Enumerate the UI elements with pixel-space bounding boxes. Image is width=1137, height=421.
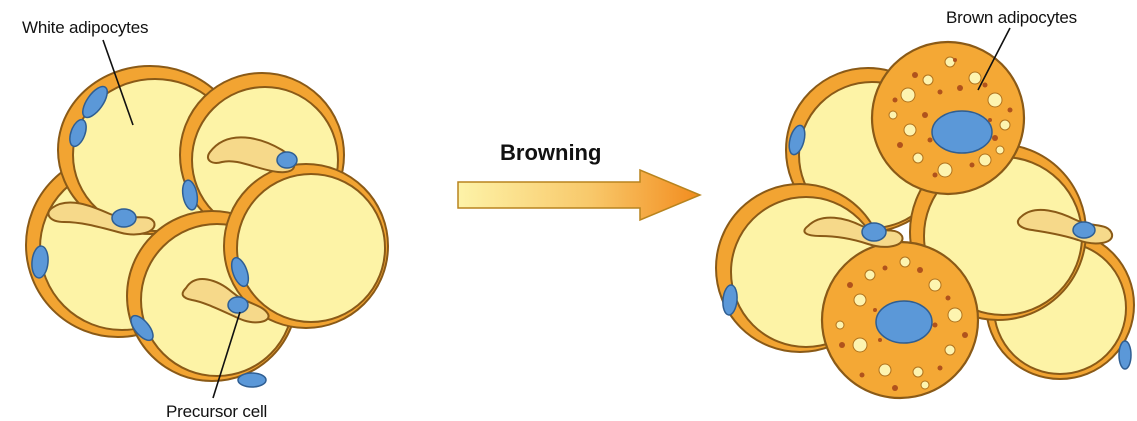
brown-adipocytes-label: Brown adipocytes — [946, 8, 1077, 28]
white-adipocyte-cluster — [26, 40, 388, 398]
nucleus — [1119, 341, 1131, 369]
brown-adipocyte — [872, 42, 1024, 194]
browned-adipocyte-cluster — [716, 28, 1134, 398]
nucleus — [238, 373, 266, 387]
precursor-cell-label: Precursor cell — [166, 402, 267, 421]
brown-adipocyte — [822, 242, 978, 398]
white-adipocytes-label: White adipocytes — [22, 18, 148, 38]
browning-arrow — [458, 170, 700, 220]
browning-label: Browning — [500, 140, 601, 166]
